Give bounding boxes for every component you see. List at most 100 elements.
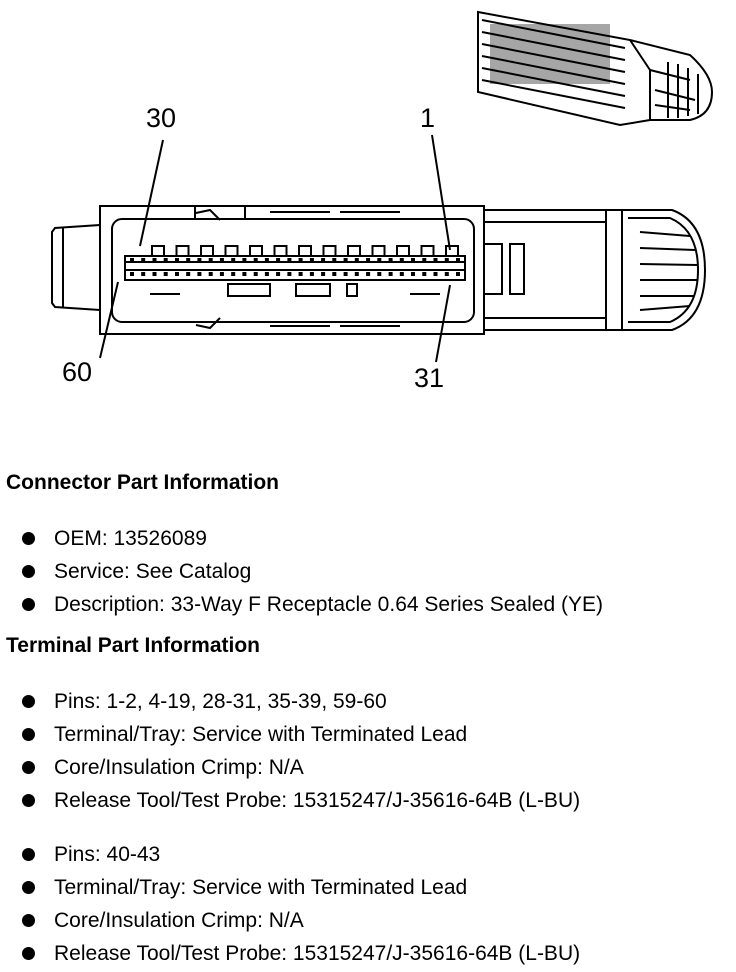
pin-cavity-lower	[276, 272, 281, 276]
bullet-icon	[22, 598, 35, 611]
latch-tooth	[151, 245, 165, 256]
pin-cavity-lower	[208, 272, 213, 276]
pin-cavity-lower	[388, 272, 393, 276]
pin-cavity-lower	[231, 272, 236, 276]
list-item-text: Terminal/Tray: Service with Terminated L…	[54, 876, 468, 899]
list-item: Core/Insulation Crimp: N/A	[0, 751, 580, 784]
list-item: Service: See Catalog	[0, 555, 603, 588]
pin-cavity-upper	[377, 258, 382, 262]
list-item: Terminal/Tray: Service with Terminated L…	[0, 871, 580, 904]
pin-cavity-lower	[264, 272, 269, 276]
terminal-group-2-list: Pins: 40-43 Terminal/Tray: Service with …	[0, 838, 580, 970]
connector-info-list: OEM: 13526089 Service: See Catalog Descr…	[0, 522, 603, 621]
connector-face-drawing	[51, 10, 714, 363]
pin-cavity-lower	[309, 272, 314, 276]
pin-cavity-lower	[253, 272, 258, 276]
pin-cavity-upper	[354, 258, 359, 262]
pin-cavity-lower	[343, 272, 348, 276]
bullet-icon	[22, 565, 35, 578]
list-item-text: Release Tool/Test Probe: 15315247/J-3561…	[54, 942, 581, 965]
pin-cavity-upper	[287, 258, 292, 262]
bullet-icon	[22, 881, 35, 894]
pin-cavity-upper	[411, 258, 415, 262]
pin-cavity-lower	[287, 272, 292, 276]
bullet-icon	[22, 848, 35, 861]
pin-cavity-upper	[253, 258, 258, 262]
list-item: Description: 33-Way F Receptacle 0.64 Se…	[0, 588, 603, 621]
bullet-icon	[22, 728, 35, 741]
list-item: OEM: 13526089	[0, 522, 603, 555]
latch-tooth	[322, 245, 337, 256]
pin-cavity-upper	[321, 258, 326, 262]
pin-cavity-upper	[264, 258, 269, 262]
pin-cavity-upper	[388, 258, 393, 262]
pin-label-1: 1	[420, 103, 436, 133]
list-item: Release Tool/Test Probe: 15315247/J-3561…	[0, 784, 580, 817]
bullet-icon	[22, 532, 35, 545]
bullet-icon	[22, 914, 35, 927]
pin-cavity-upper	[343, 258, 348, 262]
list-item-text: Pins: 1-2, 4-19, 28-31, 35-39, 59-60	[54, 690, 387, 713]
pin-cavities	[130, 245, 460, 276]
pin-cavity-lower	[175, 272, 179, 276]
pin-cavity-lower	[197, 272, 202, 276]
list-item-text: Service: See Catalog	[54, 560, 252, 583]
list-item-text: Core/Insulation Crimp: N/A	[54, 909, 304, 932]
terminal-part-information-heading: Terminal Part Information	[6, 634, 260, 657]
pin-cavity-upper	[332, 258, 337, 262]
pin-cavity-lower	[130, 272, 134, 276]
list-item-text: Pins: 40-43	[54, 843, 161, 866]
bullet-icon	[22, 695, 35, 708]
list-item: Terminal/Tray: Service with Terminated L…	[0, 718, 580, 751]
terminal-group-1-list: Pins: 1-2, 4-19, 28-31, 35-39, 59-60 Ter…	[0, 685, 580, 817]
pin-cavity-upper	[163, 258, 168, 262]
pin-cavity-lower	[321, 272, 326, 276]
pin-cavity-lower	[422, 272, 427, 276]
pin-label-60: 60	[62, 357, 93, 387]
pin-cavity-upper	[456, 258, 460, 262]
list-item: Release Tool/Test Probe: 15315247/J-3561…	[0, 937, 580, 970]
pin-cavity-upper	[276, 258, 281, 262]
pin-label-31: 31	[414, 363, 445, 393]
pin-cavity-upper	[186, 258, 191, 262]
pin-cavity-upper	[444, 258, 449, 262]
pin-cavity-lower	[152, 272, 157, 276]
pin-cavity-upper	[197, 258, 202, 262]
connector-thumbnail	[477, 10, 714, 127]
pin-cavity-upper	[399, 258, 404, 262]
list-item-text: OEM: 13526089	[54, 527, 207, 550]
list-item: Pins: 1-2, 4-19, 28-31, 35-39, 59-60	[0, 685, 580, 718]
latch-tooth	[420, 245, 435, 256]
pin-cavity-lower	[399, 272, 404, 276]
latch-tooth	[445, 245, 459, 256]
pin-cavity-lower	[411, 272, 415, 276]
pin-label-30: 30	[146, 103, 177, 133]
list-item: Pins: 40-43	[0, 838, 580, 871]
pin-cavity-upper	[309, 258, 314, 262]
latch-tooth	[298, 245, 312, 256]
list-item-text: Core/Insulation Crimp: N/A	[54, 756, 304, 779]
bullet-icon	[22, 947, 35, 960]
list-item-text: Terminal/Tray: Service with Terminated L…	[54, 723, 468, 746]
pin-cavity-upper	[298, 258, 303, 262]
pin-cavity-upper	[219, 258, 224, 262]
pin-cavity-lower	[163, 272, 168, 276]
list-item-text: Description: 33-Way F Receptacle 0.64 Se…	[54, 593, 603, 616]
pin-cavity-lower	[366, 272, 371, 276]
latch-tooth	[273, 245, 288, 256]
pin-cavity-upper	[242, 258, 247, 262]
pin-cavity-lower	[298, 272, 303, 276]
pin-cavity-upper	[433, 258, 438, 262]
pin-cavity-lower	[186, 272, 191, 276]
bullet-icon	[22, 794, 35, 807]
pin-cavity-lower	[456, 272, 460, 276]
pin-cavity-upper	[175, 258, 179, 262]
latch-tooth	[224, 245, 239, 256]
pin-cavity-upper	[130, 258, 134, 262]
pin-cavity-upper	[152, 258, 157, 262]
pin-cavity-upper	[231, 258, 236, 262]
connector-diagram: 30 1 60 31	[0, 0, 736, 430]
pin-cavity-upper	[422, 258, 427, 262]
latch-tooth	[396, 245, 410, 256]
latch-tooth	[249, 245, 263, 256]
